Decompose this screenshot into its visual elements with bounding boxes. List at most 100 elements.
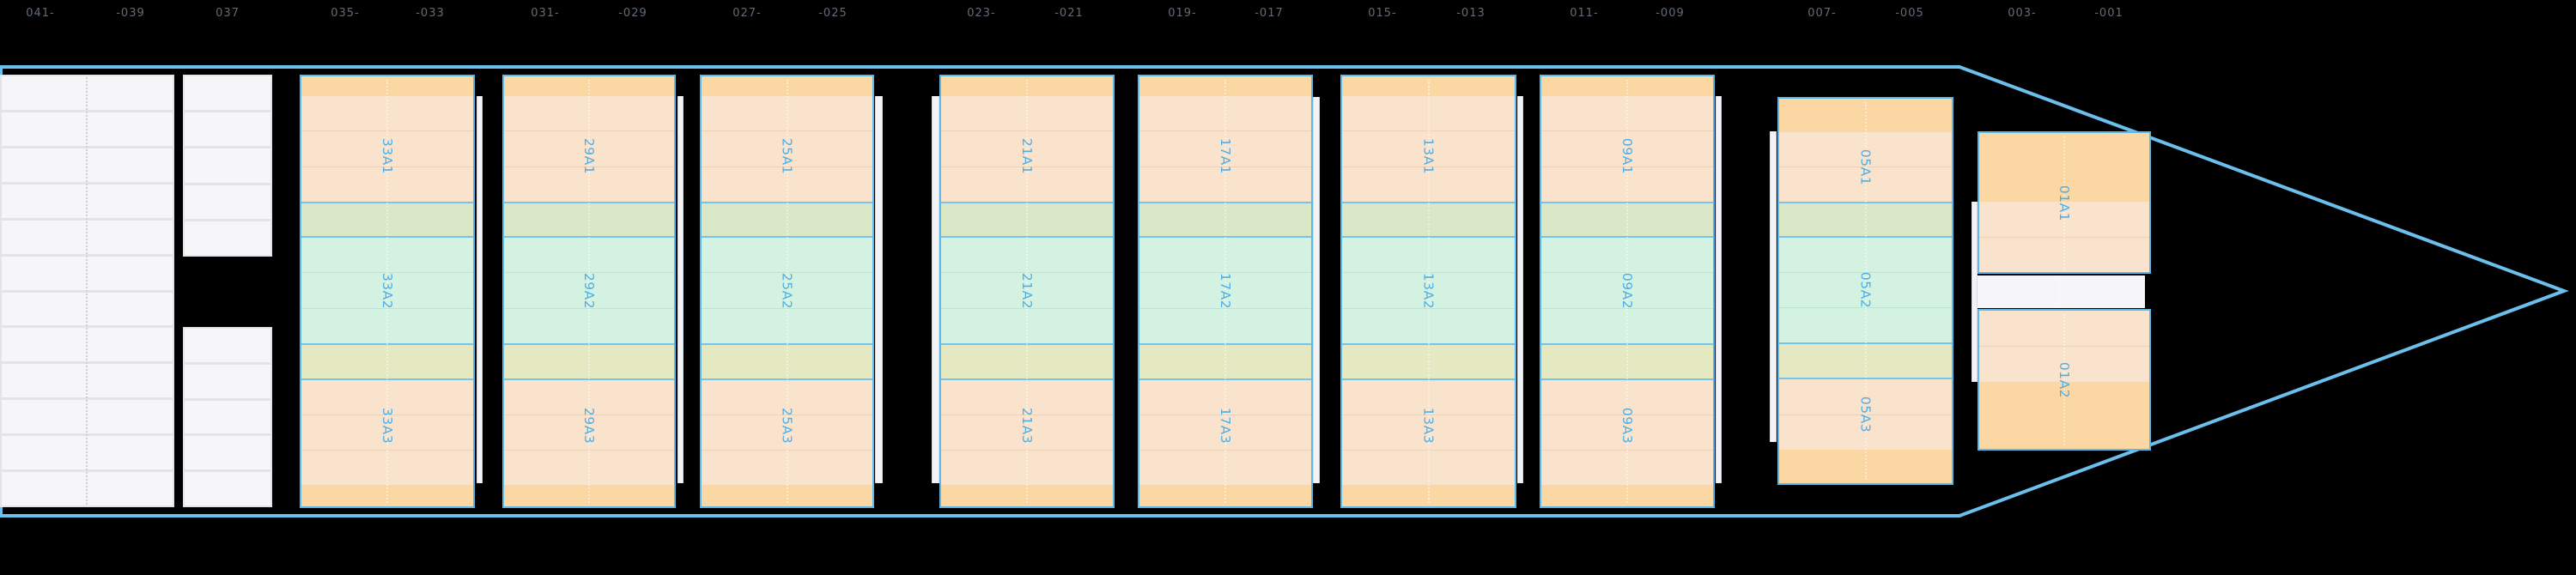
bay-slot-label: 25A1 xyxy=(779,137,795,175)
bay-slot-29a3[interactable] xyxy=(504,380,674,485)
hatch-strip[interactable] xyxy=(301,76,473,96)
bay-slot-21a2[interactable] xyxy=(941,238,1113,343)
grid-row[interactable] xyxy=(2,328,173,362)
hatch-strip[interactable] xyxy=(1342,76,1515,96)
grid-row[interactable] xyxy=(2,436,173,470)
bay-slot-21a1[interactable] xyxy=(941,96,1113,202)
bay-slot-33a1[interactable] xyxy=(301,96,473,202)
grid-row[interactable] xyxy=(2,148,173,182)
deck-band[interactable] xyxy=(1342,343,1515,380)
bay-slot-13a1[interactable] xyxy=(1342,96,1515,202)
deck-band[interactable] xyxy=(941,202,1113,238)
ruler-label-031: 031- xyxy=(531,7,560,20)
hatch-strip[interactable] xyxy=(1139,485,1311,506)
deck-band[interactable] xyxy=(301,343,473,380)
bay-slot-01a1[interactable] xyxy=(1979,202,2149,272)
bay-slot-21a3[interactable] xyxy=(941,380,1113,485)
hatch-strip[interactable] xyxy=(941,485,1113,506)
hatch-strip[interactable] xyxy=(702,485,872,506)
hatch-strip[interactable] xyxy=(1779,99,1952,132)
bay-slot-25a2[interactable] xyxy=(702,238,872,343)
bay-slot-09a2[interactable] xyxy=(1541,238,1713,343)
grid-row[interactable] xyxy=(2,76,173,110)
hatch-strip[interactable] xyxy=(1979,382,2149,449)
bay-slot-13a3[interactable] xyxy=(1342,380,1515,485)
bay-slot-05a1[interactable] xyxy=(1779,132,1952,202)
bay-slot-09a3[interactable] xyxy=(1541,380,1713,485)
hatch-strip[interactable] xyxy=(941,76,1113,96)
grid-row[interactable] xyxy=(185,185,270,219)
bay-slot-17a3[interactable] xyxy=(1139,380,1311,485)
grid-row[interactable] xyxy=(2,112,173,146)
hatch-strip[interactable] xyxy=(1342,485,1515,506)
hatch-strip[interactable] xyxy=(1139,76,1311,96)
bay-slot-25a1[interactable] xyxy=(702,96,872,202)
deck-band[interactable] xyxy=(1779,342,1952,379)
bay-slot-29a2[interactable] xyxy=(504,238,674,343)
bay-01-01a2[interactable]: 01A2 xyxy=(1978,309,2151,451)
bay-slot-25a3[interactable] xyxy=(702,380,872,485)
grid-row[interactable] xyxy=(2,256,173,290)
hatch-strip[interactable] xyxy=(301,485,473,506)
deck-band[interactable] xyxy=(504,202,674,238)
deck-band[interactable] xyxy=(1541,202,1713,238)
deck-band[interactable] xyxy=(941,343,1113,380)
lashing-bridge xyxy=(677,96,683,483)
deck-band[interactable] xyxy=(1779,202,1952,238)
grid-row[interactable] xyxy=(185,436,270,470)
bay-slot-label: 21A2 xyxy=(1019,272,1035,310)
grid-row[interactable] xyxy=(185,221,270,256)
bay-slot-33a3[interactable] xyxy=(301,380,473,485)
slot-rows xyxy=(702,380,872,485)
ruler-label-035: 035- xyxy=(331,7,360,20)
deck-band[interactable] xyxy=(702,343,872,380)
hatch-strip[interactable] xyxy=(1779,450,1952,483)
bay-slot-05a2[interactable] xyxy=(1779,238,1952,342)
grid-row[interactable] xyxy=(185,472,270,505)
grid-row[interactable] xyxy=(2,184,173,218)
deck-band[interactable] xyxy=(1139,343,1311,380)
grid-row[interactable] xyxy=(185,112,270,147)
hatch-strip[interactable] xyxy=(1541,485,1713,506)
bay-slot-17a1[interactable] xyxy=(1139,96,1311,202)
bay-slot-17a2[interactable] xyxy=(1139,238,1311,343)
hatch-strip[interactable] xyxy=(1541,76,1713,96)
bay-slot-09a1[interactable] xyxy=(1541,96,1713,202)
bay-slot-13a2[interactable] xyxy=(1342,238,1515,343)
deck-band[interactable] xyxy=(702,202,872,238)
bay-slot-label: 33A1 xyxy=(380,137,395,175)
bay-01-01a1[interactable]: 01A1 xyxy=(1978,131,2151,274)
deck-band[interactable] xyxy=(1139,202,1311,238)
grid-row[interactable] xyxy=(2,472,173,506)
bay-slot-05a3[interactable] xyxy=(1779,379,1952,450)
deck-band[interactable] xyxy=(301,202,473,238)
hatch-strip[interactable] xyxy=(504,485,674,506)
bay-slot-29a1[interactable] xyxy=(504,96,674,202)
hatch-strip[interactable] xyxy=(1979,133,2149,202)
deck-band[interactable] xyxy=(1342,202,1515,238)
deck-band[interactable] xyxy=(1541,343,1713,380)
grid-row[interactable] xyxy=(2,220,173,254)
grid-row[interactable] xyxy=(185,148,270,183)
hatch-strip[interactable] xyxy=(702,76,872,96)
slot-row xyxy=(1342,307,1515,343)
grid-row[interactable] xyxy=(2,292,173,326)
deck-band[interactable] xyxy=(504,343,674,380)
bay-slot-33a2[interactable] xyxy=(301,238,473,343)
grid-row[interactable] xyxy=(2,400,173,434)
hatch-strip[interactable] xyxy=(504,76,674,96)
grid-row[interactable] xyxy=(185,329,270,362)
grid-row[interactable] xyxy=(185,364,270,398)
grid-row[interactable] xyxy=(2,364,173,398)
grid-row[interactable] xyxy=(185,400,270,434)
bay-slot-01a2[interactable] xyxy=(1979,311,2149,382)
grid-row[interactable] xyxy=(185,76,270,111)
